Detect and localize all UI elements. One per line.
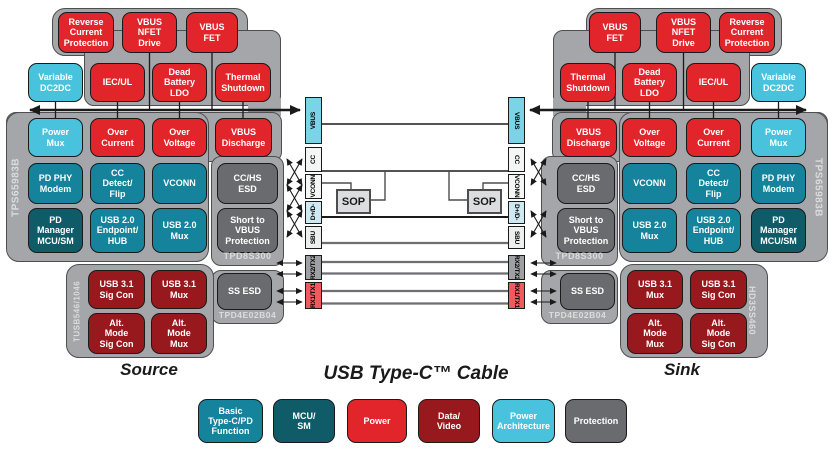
legend-data-video: Data/ Video — [418, 399, 480, 443]
box-alt-mode-mux-source: Alt. Mode Mux — [151, 313, 207, 354]
box-alt-mode-sig-con-source: Alt. Mode Sig Con — [88, 313, 145, 354]
pin-vconn-sink: VCONN — [508, 174, 525, 199]
pin-cc-source: CC — [305, 147, 322, 172]
box-over-voltage-sink: Over Voltage — [622, 118, 677, 157]
source-tusb546-chip-label: TUSB546/1046 — [72, 280, 82, 342]
power-stubs — [54, 52, 780, 119]
box-vbus-fet-source: VBUS FET — [186, 12, 238, 53]
box-ss-esd-sink: SS ESD — [560, 273, 615, 310]
box-reverse-current-protection-source: Reverse Current Protection — [58, 12, 114, 53]
box-usb31-mux-sink: USB 3.1 Mux — [627, 270, 683, 309]
box-alt-mode-mux-sink: Alt. Mode Mux — [627, 313, 683, 354]
legend-protection: Protection — [565, 399, 627, 443]
box-ss-esd-source: SS ESD — [217, 273, 272, 310]
box-variable-dc2dc-source: Variable DC2DC — [28, 63, 83, 102]
source-tpd4e02b04-chip-label: TPD4E02B04 — [218, 310, 277, 320]
sop-box-right: SOP — [467, 189, 502, 214]
source-tps-chip-label: TPS65983B — [10, 158, 22, 217]
sink-esd-cross-arrows — [530, 158, 557, 306]
box-vbus-nfet-drive-sink: VBUS NFET Drive — [656, 12, 711, 53]
box-vconn-source: VCONN — [152, 163, 207, 204]
box-alt-mode-sig-con-sink: Alt. Mode Sig Con — [690, 313, 747, 354]
box-thermal-shutdown-sink: Thermal Shutdown — [560, 63, 616, 102]
sink-hd3ss460-chip-label: HD3SS460 — [747, 286, 757, 336]
source-caption: Source — [120, 360, 178, 379]
box-cc-detect-flip-sink: CC Detect/ Flip — [686, 163, 741, 204]
sink-tpd4e02b04-chip-label: TPD4E02B04 — [548, 310, 607, 320]
box-usb31-mux-source: USB 3.1 Mux — [151, 270, 207, 309]
legend-power: Power — [347, 399, 407, 443]
pin-rx2-tx2-source: RX2/TX2 — [305, 255, 322, 280]
box-over-current-sink: Over Current — [686, 118, 741, 157]
box-pd-phy-modem-sink: PD PHY Modem — [751, 163, 806, 204]
diagram-title: USB Type-C™ Cable — [323, 363, 509, 384]
pin-vconn-source: VCONN — [305, 174, 322, 199]
pin-sbu-source: SBU — [305, 226, 322, 249]
box-cc-detect-flip-source: CC Detect/ Flip — [90, 163, 145, 204]
legend-power-architecture: Power Architecture — [492, 399, 555, 443]
box-over-voltage-source: Over Voltage — [152, 118, 207, 157]
box-vconn-sink: VCONN — [622, 163, 677, 204]
source-tpd8s300-chip-label: TPD8S300 — [223, 251, 272, 261]
pin-vbus-sink: VBUS — [508, 97, 525, 144]
box-short-to-vbus-source: Short to VBUS Protection — [217, 208, 278, 253]
box-vbus-fet-sink: VBUS FET — [589, 12, 641, 53]
pin-rx1-tx1-sink: RX1/TX1 — [508, 282, 525, 309]
pin-vbus-source: VBUS — [305, 97, 322, 144]
sop-box-left: SOP — [336, 189, 371, 214]
box-iec-ul-sink: IEC/UL — [686, 63, 741, 102]
box-reverse-current-protection-sink: Reverse Current Protection — [719, 12, 775, 53]
box-usb2-mux-sink: USB 2.0 Mux — [622, 208, 677, 253]
box-usb2-mux-source: USB 2.0 Mux — [152, 208, 207, 253]
box-usb2-endpoint-sink: USB 2.0 Endpoint/ HUB — [686, 208, 741, 253]
box-vbus-nfet-drive-source: VBUS NFET Drive — [122, 12, 177, 53]
box-dead-battery-ldo-source: Dead Battery LDO — [152, 63, 207, 102]
pin-rx1-tx1-source: RX1/TX1 — [305, 282, 322, 309]
box-pd-manager-source: PD Manager MCU/SM — [28, 208, 83, 253]
box-over-current-source: Over Current — [90, 118, 145, 157]
sink-caption: Sink — [664, 360, 700, 379]
box-dead-battery-ldo-sink: Dead Battery LDO — [622, 63, 677, 102]
sink-tps-chip-label: TPS65983B — [812, 158, 824, 217]
pin-rx2-tx2-sink: RX2/TX2 — [508, 255, 525, 280]
box-vbus-discharge-sink: VBUS Discharge — [560, 118, 617, 157]
legend-mcu-sm: MCU/ SM — [273, 399, 335, 443]
box-variable-dc2dc-sink: Variable DC2DC — [751, 63, 806, 102]
box-usb31-sig-con-source: USB 3.1 Sig Con — [88, 270, 145, 309]
box-power-mux-sink: Power Mux — [751, 118, 806, 157]
pin-dplus-dminus-source: D+/D- — [305, 201, 322, 224]
box-iec-ul-source: IEC/UL — [90, 63, 145, 102]
pin-sbu-sink: SBU — [508, 226, 525, 249]
box-cc-hs-esd-source: CC/HS ESD — [217, 163, 278, 204]
box-thermal-shutdown-source: Thermal Shutdown — [215, 63, 271, 102]
box-usb2-endpoint-source: USB 2.0 Endpoint/ HUB — [90, 208, 145, 253]
box-power-mux-source: Power Mux — [28, 118, 83, 157]
cable-wires — [322, 123, 508, 305]
box-usb31-sig-con-sink: USB 3.1 Sig Con — [690, 270, 747, 309]
pin-dplus-dminus-sink: D+/D- — [508, 201, 525, 224]
legend-basic-typec-pd-function: Basic Type-C/PD Function — [198, 399, 263, 443]
box-vbus-discharge-source: VBUS Discharge — [215, 118, 272, 157]
box-cc-hs-esd-sink: CC/HS ESD — [557, 163, 615, 204]
box-short-to-vbus-sink: Short to VBUS Protection — [557, 208, 615, 253]
pin-cc-sink: CC — [508, 147, 525, 172]
source-esd-cross-arrows — [276, 158, 303, 306]
sink-tpd8s300-chip-label: TPD8S300 — [555, 251, 604, 261]
box-pd-phy-modem-source: PD PHY Modem — [28, 163, 83, 204]
box-pd-manager-sink: PD Manager MCU/SM — [751, 208, 806, 253]
